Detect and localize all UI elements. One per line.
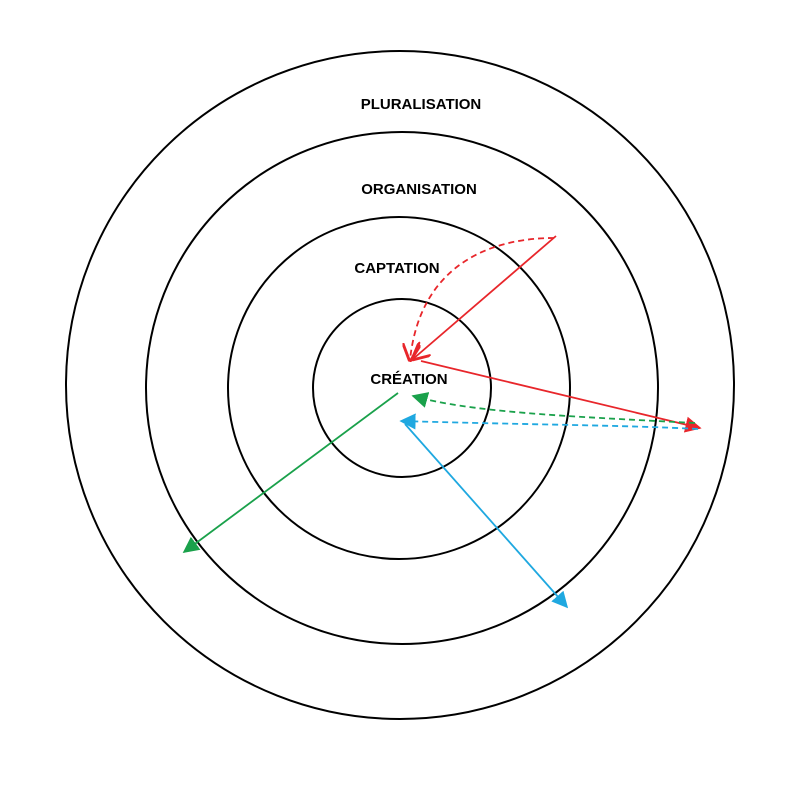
label-pluralisation: PLURALISATION bbox=[361, 96, 482, 113]
ring-pluralisation bbox=[65, 50, 735, 720]
red-arrow-outward bbox=[420, 360, 702, 433]
green-dashed-arrow-inward bbox=[411, 392, 696, 424]
ring-organisation bbox=[145, 131, 659, 645]
label-organisation: ORGANISATION bbox=[361, 181, 477, 198]
label-captation: CAPTATION bbox=[354, 260, 439, 277]
ring-creation bbox=[312, 298, 492, 478]
label-creation: CRÉATION bbox=[370, 371, 447, 388]
blue-dashed-arrow-inward bbox=[399, 413, 699, 430]
red-arrow-inward bbox=[413, 235, 557, 359]
green-arrow-outward bbox=[182, 392, 399, 553]
blue-arrow-outward bbox=[404, 423, 569, 609]
red-dashed-curve-arrow bbox=[410, 237, 555, 360]
ring-captation bbox=[227, 216, 571, 560]
